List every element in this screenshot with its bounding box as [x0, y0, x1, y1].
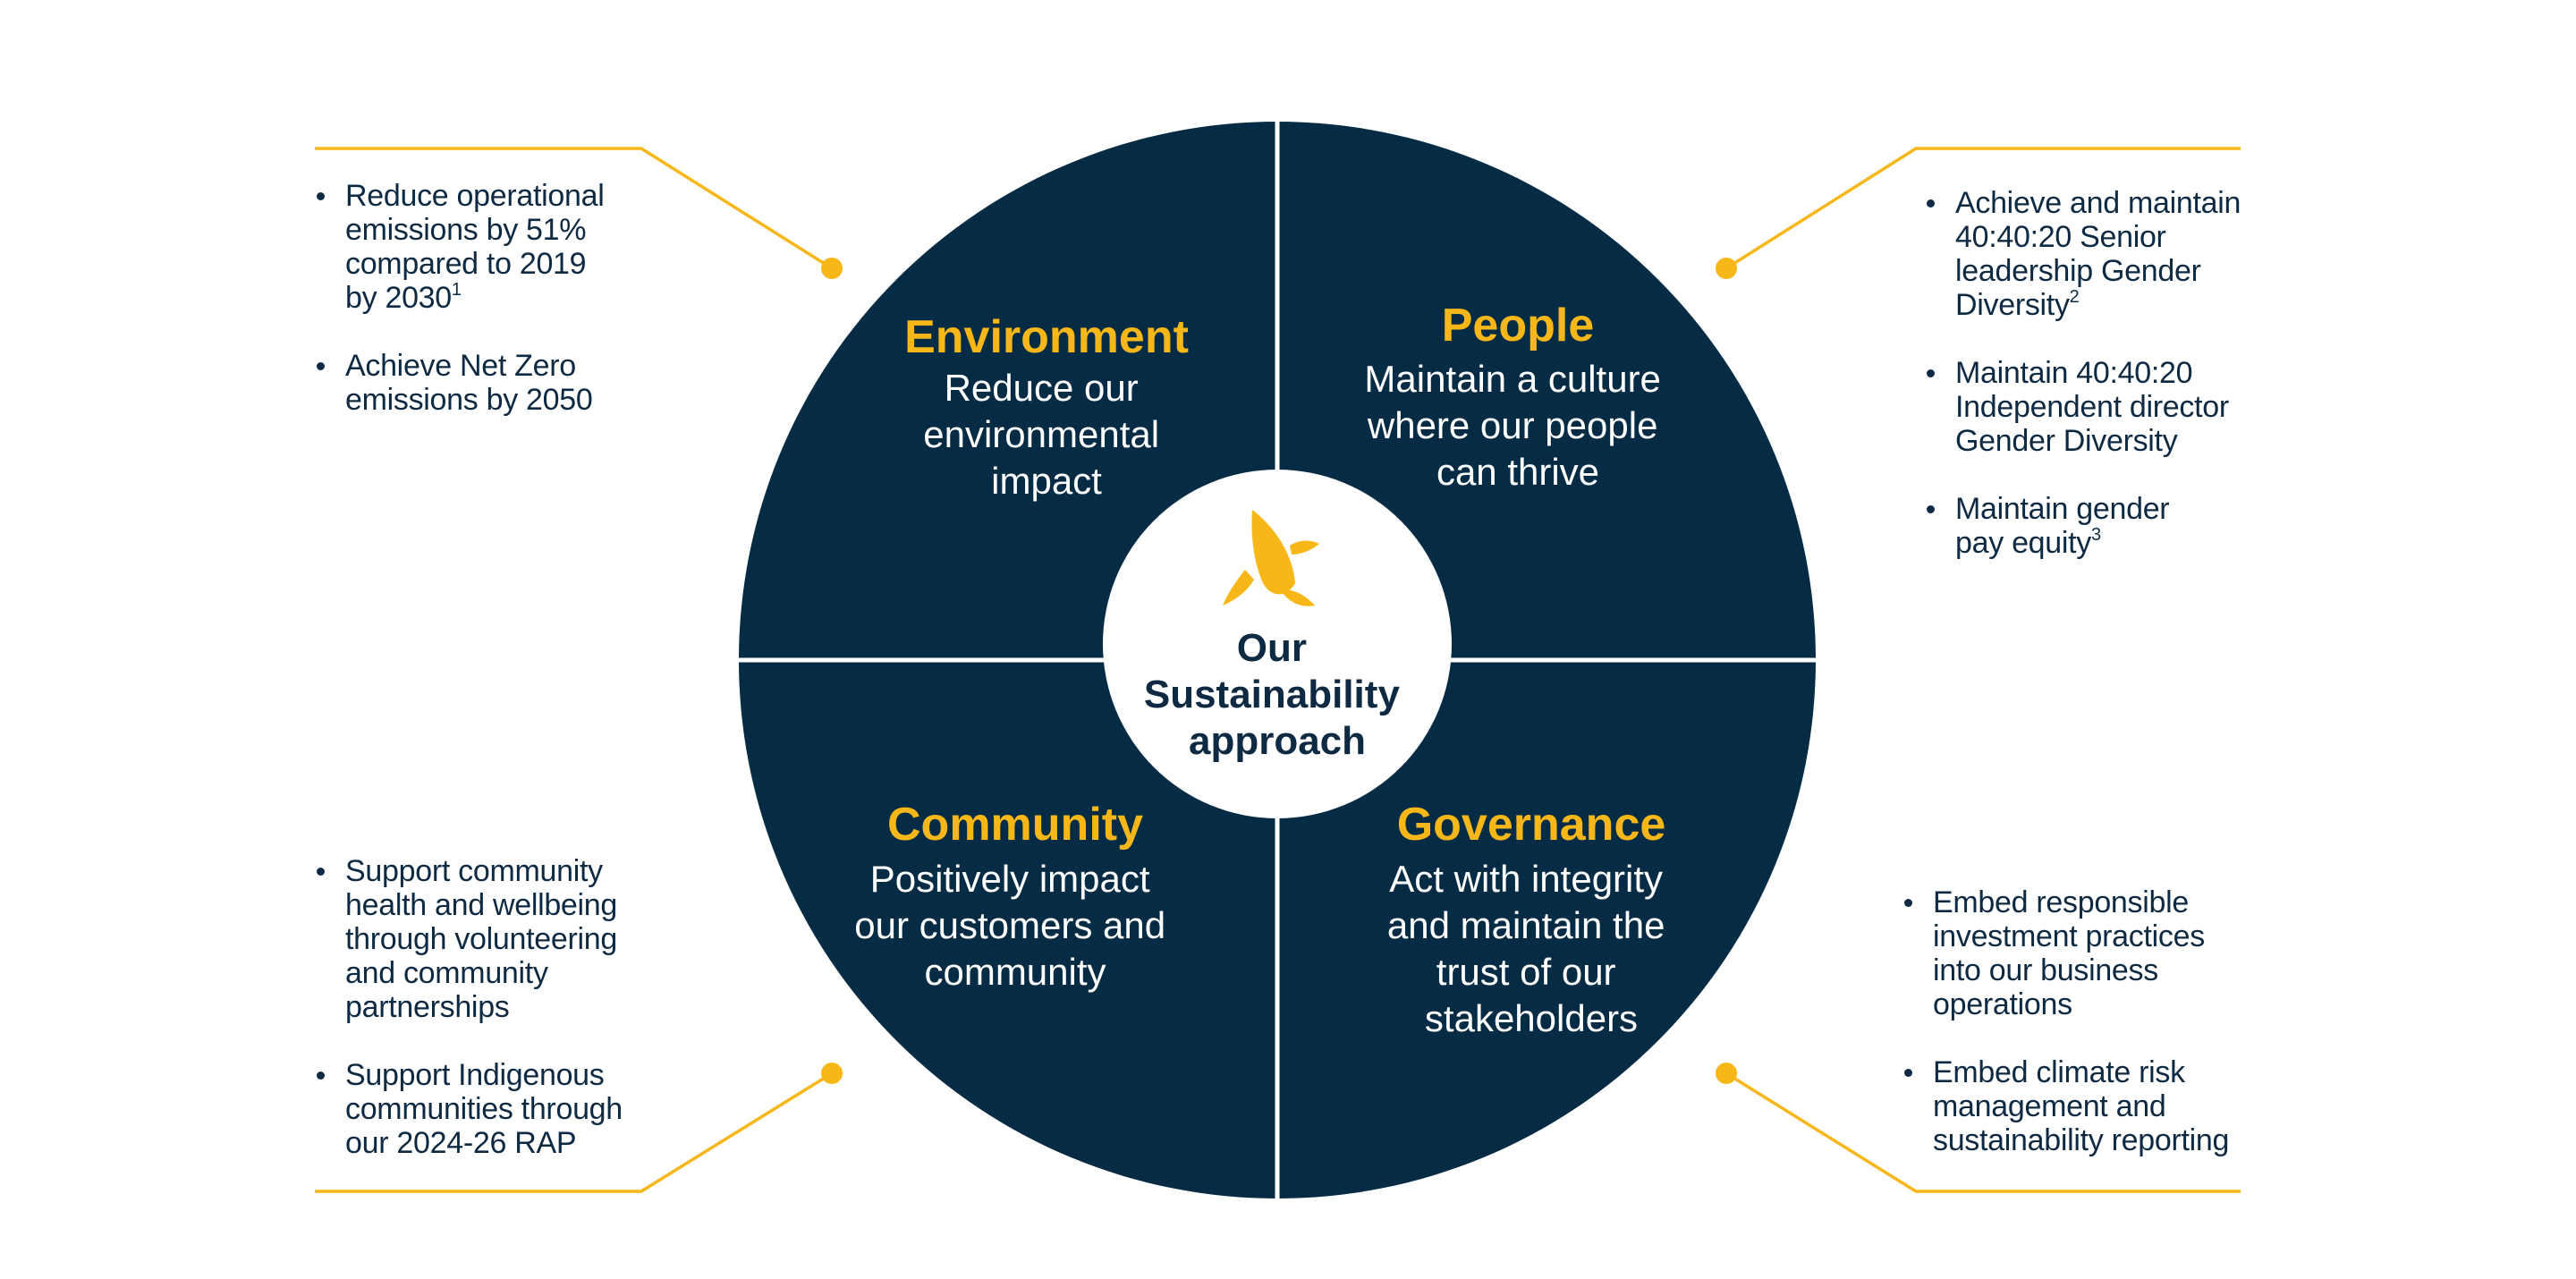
- environment-body-line: impact: [991, 460, 1102, 502]
- community-body-line: community: [924, 951, 1106, 993]
- note-line: leadership Gender: [1955, 254, 2201, 288]
- connector-environment: [315, 147, 833, 270]
- note-line: pay equity: [1955, 526, 2091, 560]
- community-body-line: our customers and: [854, 904, 1165, 946]
- center-circle: [1103, 470, 1452, 818]
- footnote-marker: 1: [451, 280, 462, 300]
- note-line: Embed climate risk: [1933, 1055, 2185, 1089]
- environment-body-line: Reduce our: [945, 367, 1139, 409]
- governance-body-line: stakeholders: [1425, 997, 1638, 1039]
- governance-body-line: Act with integrity: [1389, 858, 1663, 900]
- governance-body: Act with integrity and maintain the trus…: [1387, 858, 1675, 1039]
- note-line: into our business: [1933, 953, 2158, 987]
- note-line: Independent director: [1955, 390, 2229, 424]
- environment-title: Environment: [904, 311, 1189, 363]
- center-title-line: Our: [1237, 626, 1307, 670]
- connector-community: [315, 1071, 833, 1193]
- community-title: Community: [887, 799, 1143, 851]
- environment-body: Reduce our environmental impact: [923, 367, 1169, 502]
- center-title: Our Sustainability approach: [1144, 626, 1411, 763]
- note-line: operations: [1933, 987, 2072, 1021]
- note-line: our 2024-26 RAP: [345, 1126, 577, 1160]
- people-body-line: Maintain a culture: [1364, 358, 1661, 400]
- governance-body-line: trust of our: [1436, 951, 1616, 993]
- note-line: Diversity: [1955, 288, 2070, 322]
- note-line: management and: [1933, 1089, 2166, 1123]
- note-line: Achieve and maintain: [1955, 186, 2241, 220]
- butterfly-logo-icon: [1223, 510, 1319, 606]
- footnote-marker: 3: [2091, 525, 2101, 545]
- note-line: Maintain gender: [1955, 492, 2170, 526]
- note-line: Gender Diversity: [1955, 424, 2178, 458]
- environment-body-line: environmental: [923, 413, 1159, 455]
- note-line: Maintain 40:40:20: [1955, 356, 2193, 390]
- note-line: health and wellbeing: [345, 888, 618, 922]
- connector-dot-community: [821, 1063, 843, 1084]
- people-title: People: [1442, 300, 1595, 352]
- people-body-line: where our people: [1367, 404, 1658, 446]
- note-line: Embed responsible: [1933, 885, 2189, 919]
- connector-dot-environment: [821, 258, 843, 279]
- note-line: 40:40:20 Senior: [1955, 220, 2166, 254]
- community-body: Positively impact our customers and comm…: [854, 858, 1176, 993]
- connector-people: [1725, 147, 2241, 270]
- note-line: Support Indigenous: [345, 1058, 605, 1092]
- connector-dot-people: [1716, 258, 1737, 279]
- note-line: emissions by 2050: [345, 383, 593, 417]
- note-line: Achieve Net Zero: [345, 349, 576, 383]
- note-line: investment practices: [1933, 919, 2205, 953]
- note-line: sustainability reporting: [1933, 1123, 2230, 1157]
- note-line: communities through: [345, 1092, 623, 1126]
- note-line: emissions by 51%: [345, 213, 587, 247]
- footnote-marker: 2: [2069, 287, 2080, 307]
- note-line: and community: [345, 956, 548, 990]
- connector-dot-governance: [1716, 1063, 1737, 1084]
- note-line: partnerships: [345, 990, 510, 1024]
- people-body: Maintain a culture where our people can …: [1364, 358, 1671, 493]
- connector-governance: [1725, 1071, 2241, 1193]
- people-body-line: can thrive: [1436, 451, 1599, 493]
- note-line: through volunteering: [345, 922, 618, 956]
- note-line: compared to 2019: [345, 247, 587, 281]
- note-line: Reduce operational: [345, 179, 605, 213]
- governance-title: Governance: [1397, 799, 1666, 851]
- community-body-line: Positively impact: [870, 858, 1150, 900]
- note-line: Support community: [345, 854, 603, 888]
- governance-body-line: and maintain the: [1387, 904, 1665, 946]
- note-line: by 2030: [345, 281, 452, 315]
- center-title-line: approach: [1189, 719, 1366, 763]
- center-title-line: Sustainability: [1144, 673, 1401, 716]
